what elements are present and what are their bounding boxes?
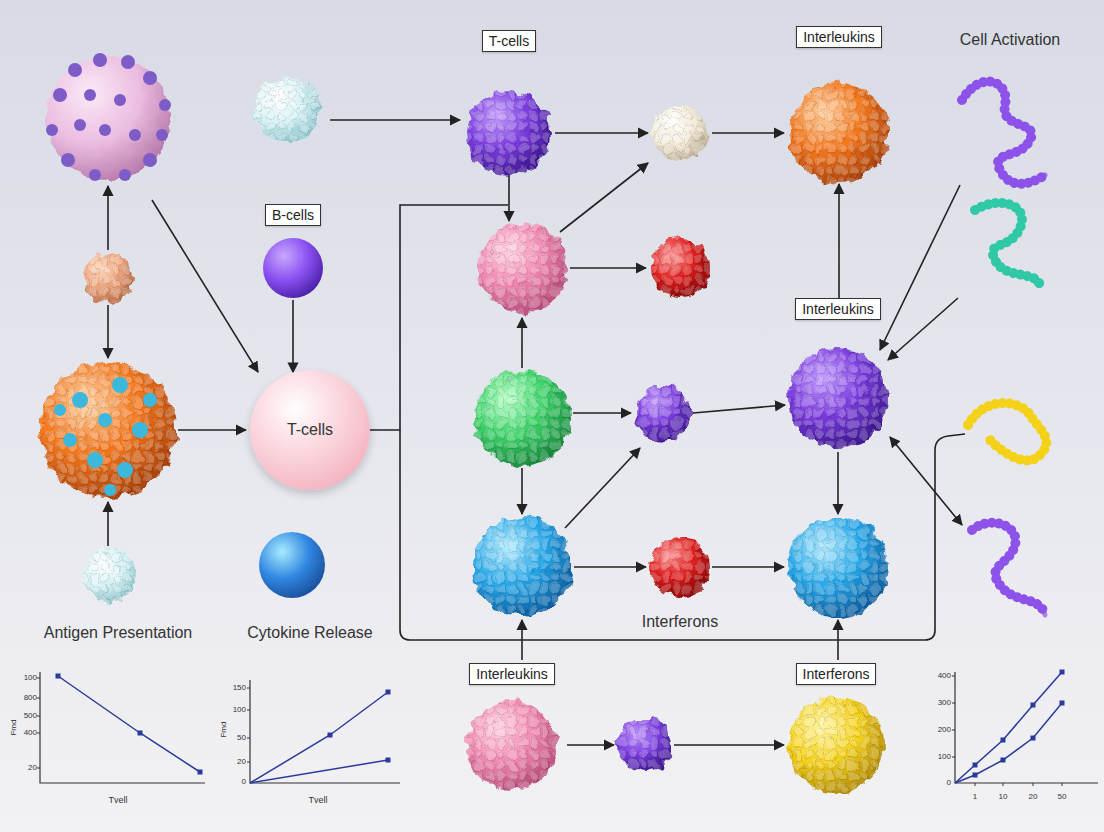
chart-label: 500 [24,711,37,720]
arrow [573,412,631,414]
arrow [560,163,648,232]
chart-label: 800 [24,693,37,702]
labeled-protein: Interleukins [778,26,900,184]
stage-label: Cell Activation [960,31,1061,49]
arrow [888,298,958,360]
arrow [712,566,784,568]
protein-blob [618,718,672,772]
protein-blob [40,362,176,498]
protein-blob [652,105,708,161]
chart-label: 300 [938,698,951,707]
protein-blob [83,548,137,602]
arrow [693,405,785,413]
stage-label: Interferons [642,613,718,631]
protein-blob [254,77,320,143]
chart-label: 150 [233,683,246,692]
stage-label: Cytokine Release [247,624,372,642]
cell-circle: T-cells [250,370,370,490]
line-chart [37,672,205,783]
protein-blob [474,370,570,466]
labeled-protein: T-cells [462,30,556,176]
arrow [152,200,258,372]
protein-blob [467,700,557,790]
arrow [107,186,109,250]
chart-label: 400 [938,671,951,680]
arrow [570,267,646,269]
chart-label: 400 [24,728,37,737]
chart-label: Fmd [219,722,228,738]
protein-blob [650,537,710,597]
arrow [567,744,614,746]
cell-illustration [46,53,171,181]
chart-label: 100 [24,673,37,682]
chart-label: 100 [233,705,246,714]
arrow [521,468,523,514]
chart-label: Tvell [108,795,127,805]
protein-blob [635,385,691,441]
chart-label: 1 [973,792,977,801]
arrows [108,120,965,745]
arrow [712,132,784,134]
protein-blob [789,83,889,183]
protein-blob [83,253,133,303]
arrow [330,119,460,121]
arrow [521,318,523,368]
chart-label: 100 [938,752,951,761]
cell-label: T-cells [287,421,333,439]
protein-chain [962,81,1046,615]
chart-label: 20 [237,757,246,766]
label-box: Interleukins [795,298,881,320]
cell-sphere [263,238,323,298]
arrow [555,132,648,134]
chart-label: 0 [242,777,246,786]
arrow [107,502,109,546]
connector [292,300,294,373]
protein-blob [788,697,884,793]
arrow [508,206,510,221]
protein-blob [467,91,551,175]
chart-label: 50 [237,733,246,742]
chart-label: Fmd [9,720,18,736]
chart-label: 20 [28,763,37,772]
protein-blob [477,223,567,313]
labeled-protein: Interferons [784,663,888,795]
labeled-protein: Interleukins [460,663,564,790]
connector [370,176,509,430]
label-box: Interleukins [469,663,555,685]
arrow [890,437,962,525]
chart-label: 50 [1058,792,1067,801]
protein-blob [788,517,888,617]
line-chart [247,680,400,783]
label-box: B-cells [265,204,321,226]
protein-blob [472,517,572,617]
stage-label: Antigen Presentation [44,624,193,642]
arrow [107,305,109,358]
arrow [674,744,784,746]
arrow [880,185,960,350]
line-chart [952,670,1098,787]
label-box: T-cells [482,30,536,52]
chart-label: 10 [999,792,1008,801]
labeled-protein: Interleukins [786,298,890,452]
chart-label: 0 [947,778,951,787]
bracket-line [400,430,965,640]
protein-blob [788,348,888,448]
chart-label: Tvell [308,795,327,805]
arrow [565,448,640,528]
labeled-protein: B-cells [260,204,326,300]
chart-label: 20 [1029,792,1038,801]
arrow [837,452,839,514]
connector [838,184,840,298]
cell-sphere [259,532,325,598]
arrow [178,429,246,431]
protein-blob [650,238,710,298]
label-box: Interferons [796,663,877,685]
label-box: Interleukins [796,26,882,48]
arrow [574,566,646,568]
chart-label: 200 [938,725,951,734]
